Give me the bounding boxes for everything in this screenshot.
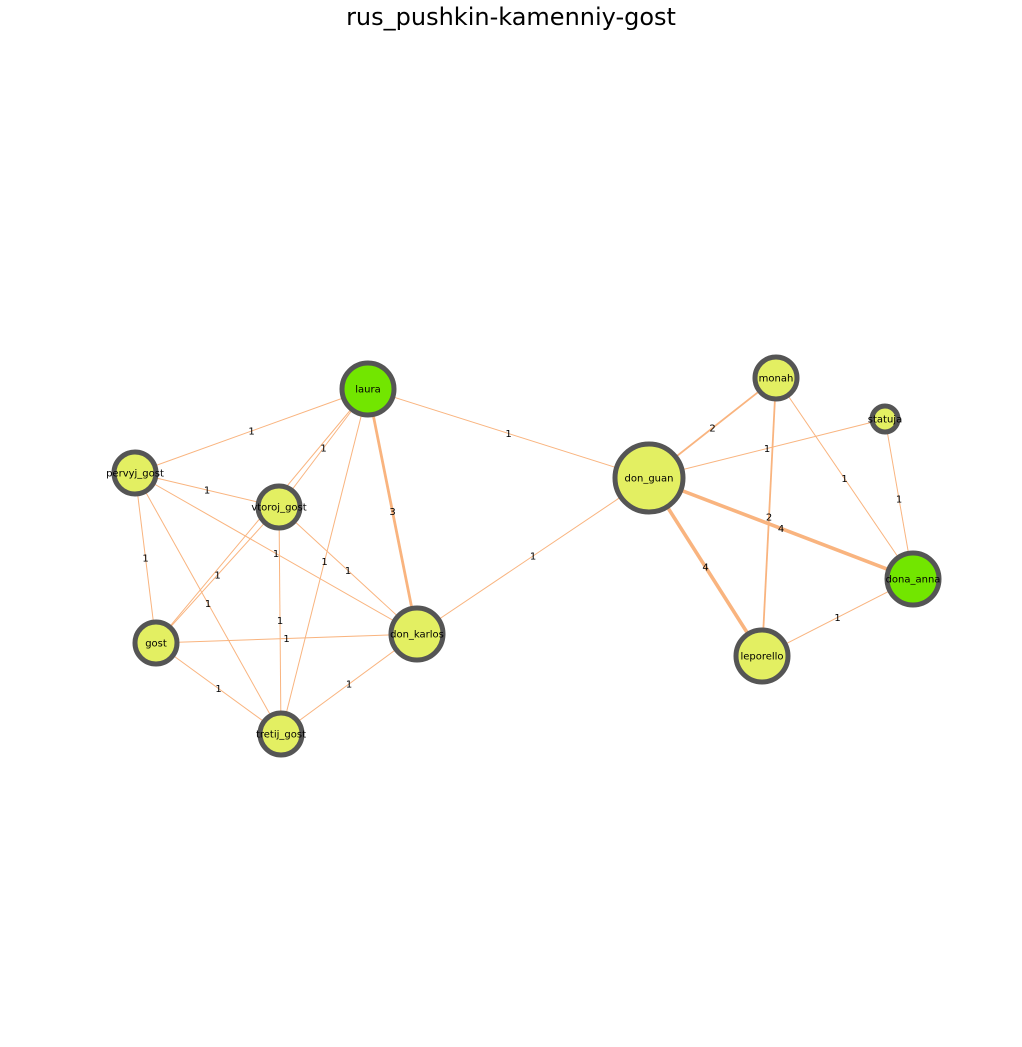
edge-weight-label: 1: [896, 495, 902, 506]
edge-pervyj_gost-don_karlos: [134, 472, 418, 635]
node-label: gost: [145, 639, 167, 650]
node-label: monah: [759, 374, 794, 385]
edge-weight-label: 1: [214, 571, 220, 582]
edge-weight-label: 1: [248, 427, 254, 438]
edge-laura-don_karlos: [366, 388, 419, 635]
node-circle: [257, 710, 305, 758]
edge-weight-label: 1: [841, 474, 847, 485]
node-circle: [339, 360, 397, 418]
edge-pervyj_gost-tretij_gost: [134, 472, 282, 735]
node-pervyj_gost: pervyj_gost: [106, 449, 164, 497]
node-circle: [869, 403, 901, 435]
node-circle: [388, 605, 446, 663]
node-dona_anna: dona_anna: [884, 550, 942, 608]
edge-weight-label: 1: [834, 613, 840, 624]
node-label: tretij_gost: [256, 730, 306, 741]
node-circle: [733, 627, 791, 685]
edge-weight-label: 1: [345, 566, 351, 577]
edge-vtoroj_gost-tretij_gost: [278, 506, 282, 735]
edge-monah-dona_anna: [775, 377, 914, 580]
edge-weight-label: 1: [277, 616, 283, 627]
node-label: statuja: [868, 415, 902, 426]
edge-weight-label: 1: [320, 444, 326, 455]
node-label: laura: [355, 385, 380, 396]
edge-weight-label: 4: [778, 524, 784, 535]
node-laura: laura: [339, 360, 397, 418]
node-label: don_guan: [625, 474, 674, 485]
edge-vtoroj_gost-gost: [155, 506, 280, 644]
node-label: leporello: [740, 652, 783, 663]
node-vtoroj_gost: vtoroj_gost: [251, 483, 307, 531]
edge-weight-label: 1: [205, 599, 211, 610]
edge-pervyj_gost-gost: [134, 472, 157, 644]
edge-gost-don_karlos: [155, 633, 418, 644]
node-circle: [884, 550, 942, 608]
node-label: don_karlos: [390, 630, 444, 641]
edge-weight-label: 1: [142, 554, 148, 565]
node-don_guan: don_guan: [612, 441, 686, 515]
edge-don_karlos-don_guan: [416, 477, 650, 635]
node-gost: gost: [132, 619, 180, 667]
node-statuja: statuja: [868, 403, 902, 435]
node-don_karlos: don_karlos: [388, 605, 446, 663]
diagram-title: rus_pushkin-kamenniy-gost: [346, 3, 676, 31]
node-circle: [612, 441, 686, 515]
node-label: pervyj_gost: [106, 469, 164, 480]
edge-weight-label: 1: [273, 549, 279, 560]
node-circle: [752, 354, 800, 402]
edge-weight-label: 1: [764, 444, 770, 455]
node-circle: [111, 449, 159, 497]
edge-weight-label: 1: [321, 557, 327, 568]
edge-gost-tretij_gost: [155, 642, 282, 735]
edge-don_guan-dona_anna: [648, 476, 914, 581]
edge-vtoroj_gost-don_karlos: [278, 506, 418, 635]
edge-weight-label: 3: [389, 507, 395, 518]
edge-weight-label: 1: [530, 552, 536, 563]
edge-weight-label: 1: [204, 486, 210, 497]
edge-pervyj_gost-vtoroj_gost: [134, 472, 280, 508]
edge-laura-tretij_gost: [280, 388, 369, 735]
edge-weight-label: 4: [702, 563, 708, 574]
node-label: dona_anna: [886, 575, 941, 586]
edge-laura-pervyj_gost: [134, 388, 369, 474]
node-monah: monah: [752, 354, 800, 402]
node-tretij_gost: tretij_gost: [256, 710, 306, 758]
edge-weight-label: 2: [709, 424, 715, 435]
edge-weight-label: 1: [505, 429, 511, 440]
edge-weight-label: 2: [766, 513, 772, 524]
edge-laura-don_guan: [367, 388, 650, 479]
node-label: vtoroj_gost: [251, 503, 306, 514]
edge-don_guan-statuja: [648, 418, 886, 479]
node-leporello: leporello: [733, 627, 791, 685]
edge-weight-label: 1: [283, 634, 289, 645]
edge-monah-leporello: [761, 377, 777, 657]
node-circle: [255, 483, 303, 531]
node-circle: [132, 619, 180, 667]
edge-weight-label: 1: [215, 684, 221, 695]
edge-weight-label: 1: [346, 680, 352, 691]
